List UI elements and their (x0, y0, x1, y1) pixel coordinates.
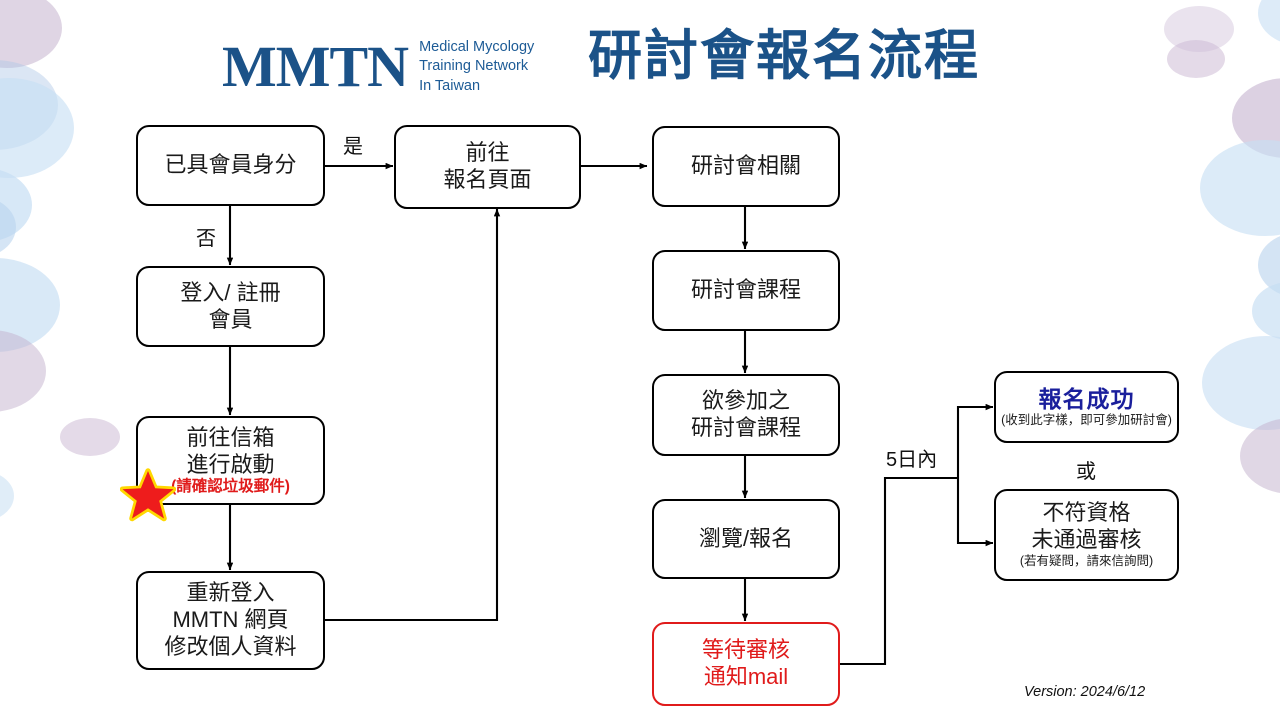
node-success-note: (收到此字樣，即可參加研討會) (1001, 413, 1172, 428)
node-success-title: 報名成功 (1038, 386, 1135, 413)
logo-subtitle-line-1: Medical Mycology (419, 39, 535, 56)
node-line: 未通過審核 (1031, 527, 1142, 553)
node-alert-line: (請確認垃圾郵件) (171, 478, 290, 496)
node-line: 會員 (208, 306, 253, 332)
node-line: 報名頁面 (443, 167, 532, 192)
node-line: 前往 (465, 140, 510, 166)
node-line: MMTN 網頁 (172, 607, 289, 633)
node-line: 研討會課程 (690, 415, 801, 440)
mmtn-logo: MMTN Medical Mycology Training Network I… (222, 28, 572, 106)
node-line: 前往信箱 (186, 424, 275, 450)
node-line: 不符資格 (1042, 500, 1131, 526)
node-member-check[interactable]: 已具會員身分 (136, 125, 325, 206)
red-star-icon (120, 468, 176, 522)
node-line: 研討會課程 (690, 277, 801, 303)
node-registration-success[interactable]: 報名成功 (收到此字樣，即可參加研討會) (994, 371, 1179, 443)
node-line: 修改個人資料 (164, 633, 297, 659)
node-rejected-note: (若有疑問，請來信詢問) (1019, 554, 1154, 569)
node-seminar-course[interactable]: 研討會課程 (652, 250, 840, 331)
node-browse-signup[interactable]: 瀏覽/報名 (652, 499, 840, 579)
edge-label-yes: 是 (343, 136, 363, 158)
node-line: 等待審核 (701, 637, 790, 663)
node-line: 已具會員身分 (164, 152, 297, 178)
version-label: Version: 2024/6/12 (1024, 684, 1146, 700)
edge-label-within-5-days: 5日內 (886, 449, 938, 471)
node-relogin-edit[interactable]: 重新登入 MMTN 網頁 修改個人資料 (136, 571, 325, 670)
node-seminar-info[interactable]: 研討會相關 (652, 126, 840, 207)
node-login-register[interactable]: 登入/ 註冊 會員 (136, 266, 325, 347)
logo-subtitle: Medical Mycology Training Network In Tai… (419, 38, 534, 95)
logo-wordmark: MMTN (222, 34, 409, 99)
node-line: 進行啟動 (186, 451, 275, 477)
logo-subtitle-line-3: In Taiwan (419, 77, 481, 94)
edge-label-no: 否 (196, 228, 216, 250)
node-line: 通知mail (703, 664, 789, 689)
node-await-review[interactable]: 等待審核 通知mail (652, 622, 840, 706)
page-title: 研討會報名流程 (588, 26, 980, 86)
logo-subtitle-line-2: Training Network (419, 58, 529, 75)
node-goto-signup[interactable]: 前往 報名頁面 (394, 125, 581, 209)
node-registration-rejected[interactable]: 不符資格 未通過審核 (若有疑問，請來信詢問) (994, 489, 1179, 581)
edge-label-or: 或 (1076, 461, 1096, 483)
node-line: 欲參加之 (701, 388, 790, 414)
node-activate-mail[interactable]: 前往信箱 進行啟動 (請確認垃圾郵件) (136, 416, 325, 505)
node-line: 登入/ 註冊 (180, 279, 281, 305)
node-desired-course[interactable]: 欲參加之 研討會課程 (652, 374, 840, 456)
node-line: 研討會相關 (690, 153, 801, 179)
node-line: 瀏覽/報名 (698, 525, 794, 551)
node-line: 重新登入 (186, 580, 275, 606)
